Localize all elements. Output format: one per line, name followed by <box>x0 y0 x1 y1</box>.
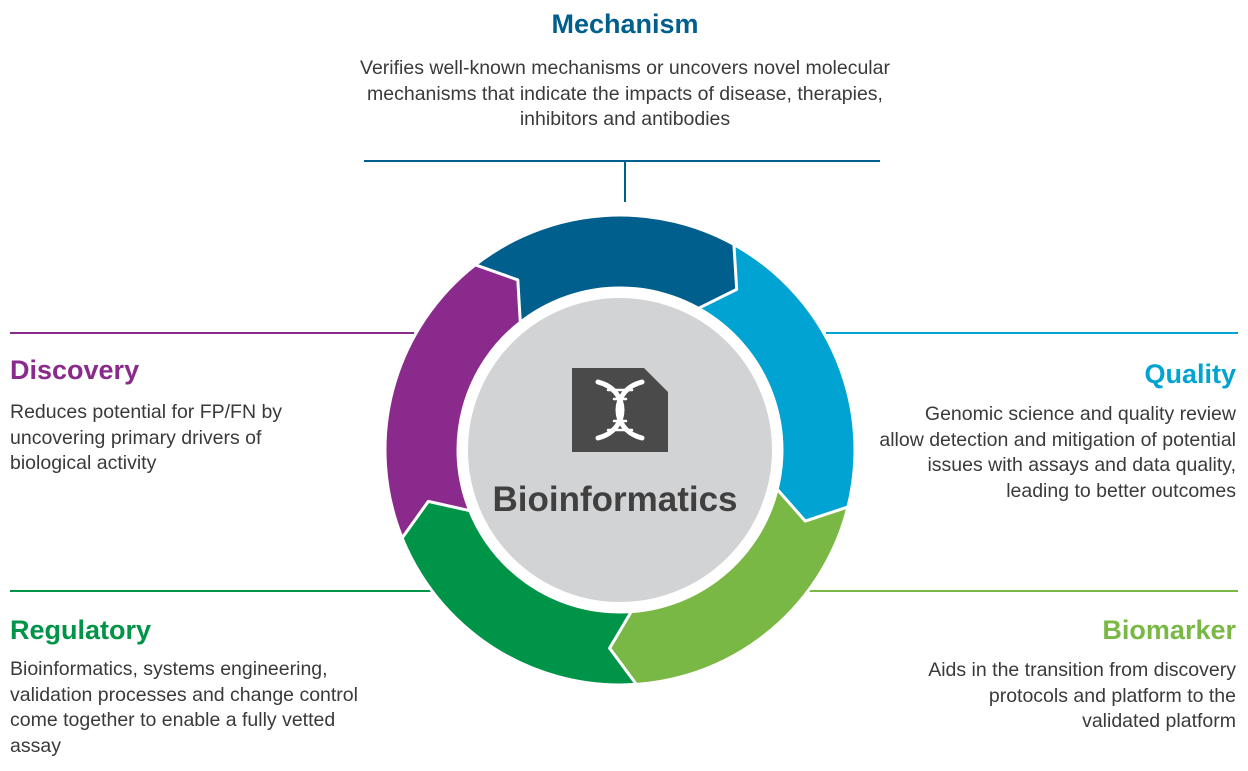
biomarker-description: Aids in the transition from discovery pr… <box>928 659 1236 732</box>
mechanism-title: Mechanism <box>551 9 699 39</box>
regulatory-connector-line <box>10 590 442 592</box>
quality-description: Genomic science and quality review allow… <box>879 403 1236 502</box>
quality-title: Quality <box>1144 359 1236 389</box>
regulatory-description: Bioinformatics, systems engineering, val… <box>10 658 358 757</box>
biomarker-connector-line <box>800 590 1238 592</box>
mechanism-connector-stem <box>624 160 626 202</box>
biomarker-title: Biomarker <box>1102 615 1236 645</box>
mechanism-connector-line <box>364 160 880 162</box>
center-label: Bioinformatics <box>492 480 738 519</box>
discovery-connector-line <box>10 332 414 334</box>
discovery-title: Discovery <box>10 355 140 385</box>
quality-connector-line <box>826 332 1238 334</box>
discovery-description: Reduces potential for FP/FN by uncoverin… <box>10 401 283 474</box>
cycle-wheel <box>383 213 857 687</box>
regulatory-title: Regulatory <box>10 615 152 645</box>
mechanism-description: Verifies well-known mechanisms or uncove… <box>360 57 890 130</box>
dna-chip-icon <box>572 368 668 452</box>
discovery-segment <box>383 263 522 540</box>
